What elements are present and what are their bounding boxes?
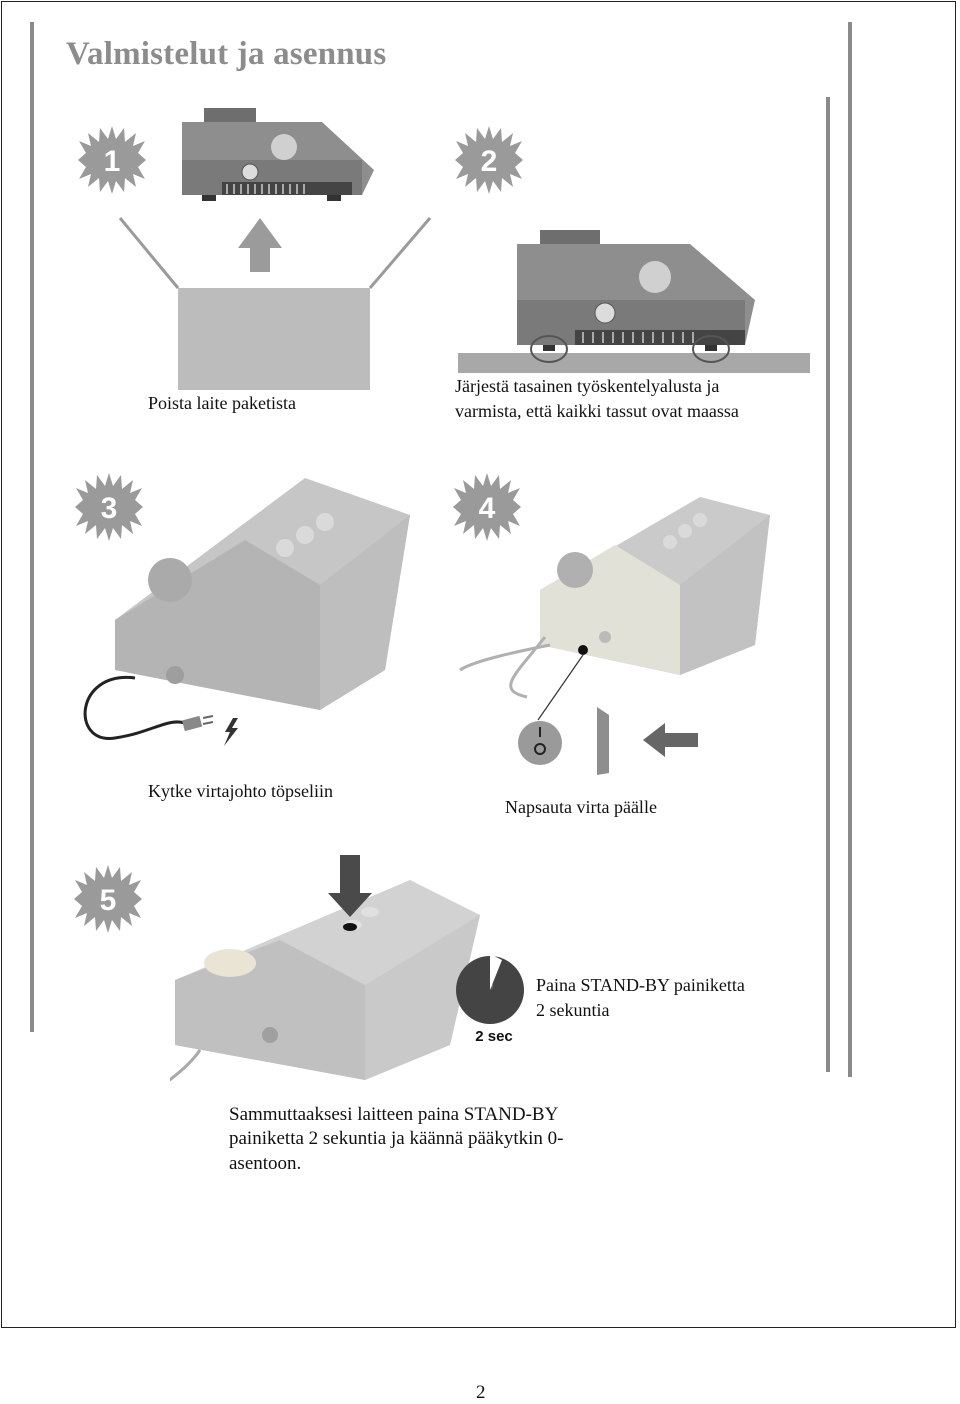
step-badge-4: 4 [453,473,521,541]
step-4-caption: Napsauta virta päälle [505,797,657,817]
step-3-number: 3 [101,492,118,525]
step-1-caption: Poista laite paketista [148,393,296,413]
step-5-caption-line2: 2 sekuntia [536,1000,610,1020]
timer-icon: 2 sec [456,954,524,1045]
step-2-number: 2 [481,145,498,178]
page-title: Valmistelut ja asennus [66,36,387,72]
step-badge-3: 3 [75,473,143,541]
page-number: 2 [476,1382,486,1403]
step-2-caption-line1: Järjestä tasainen työskentelyalusta ja [455,376,720,396]
step-badge-1: 1 [78,126,146,194]
note-line1: Sammuttaaksesi laitteen paina STAND-BY [229,1104,559,1125]
left-margin-bar [30,22,34,1032]
right-margin-bar-lower [826,97,830,1072]
step-3-illustration [83,478,410,746]
note-line3: asentoon. [229,1153,302,1174]
page-frame [1,1,956,1328]
timer-label: 2 sec [475,1028,513,1045]
step-2-illustration [458,230,810,373]
step-4-illustration [459,497,770,775]
step-1-illustration [118,108,432,390]
step-5-caption-line1: Paina STAND-BY painiketta [536,975,745,995]
step-3-caption: Kytke virtajohto töpseliin [148,781,333,801]
step-2-caption-line2: varmista, että kaikki tassut ovat maassa [455,401,739,421]
step-badge-5: 5 [74,865,142,933]
step-1-number: 1 [104,145,121,178]
note-line2: painiketta 2 sekuntia ja käännä pääkytki… [229,1128,564,1149]
right-margin-bar-upper [848,22,852,1077]
step-badge-2: 2 [455,126,523,194]
step-5-illustration [170,855,480,1082]
step-5-number: 5 [100,884,117,917]
step-4-number: 4 [479,492,496,525]
